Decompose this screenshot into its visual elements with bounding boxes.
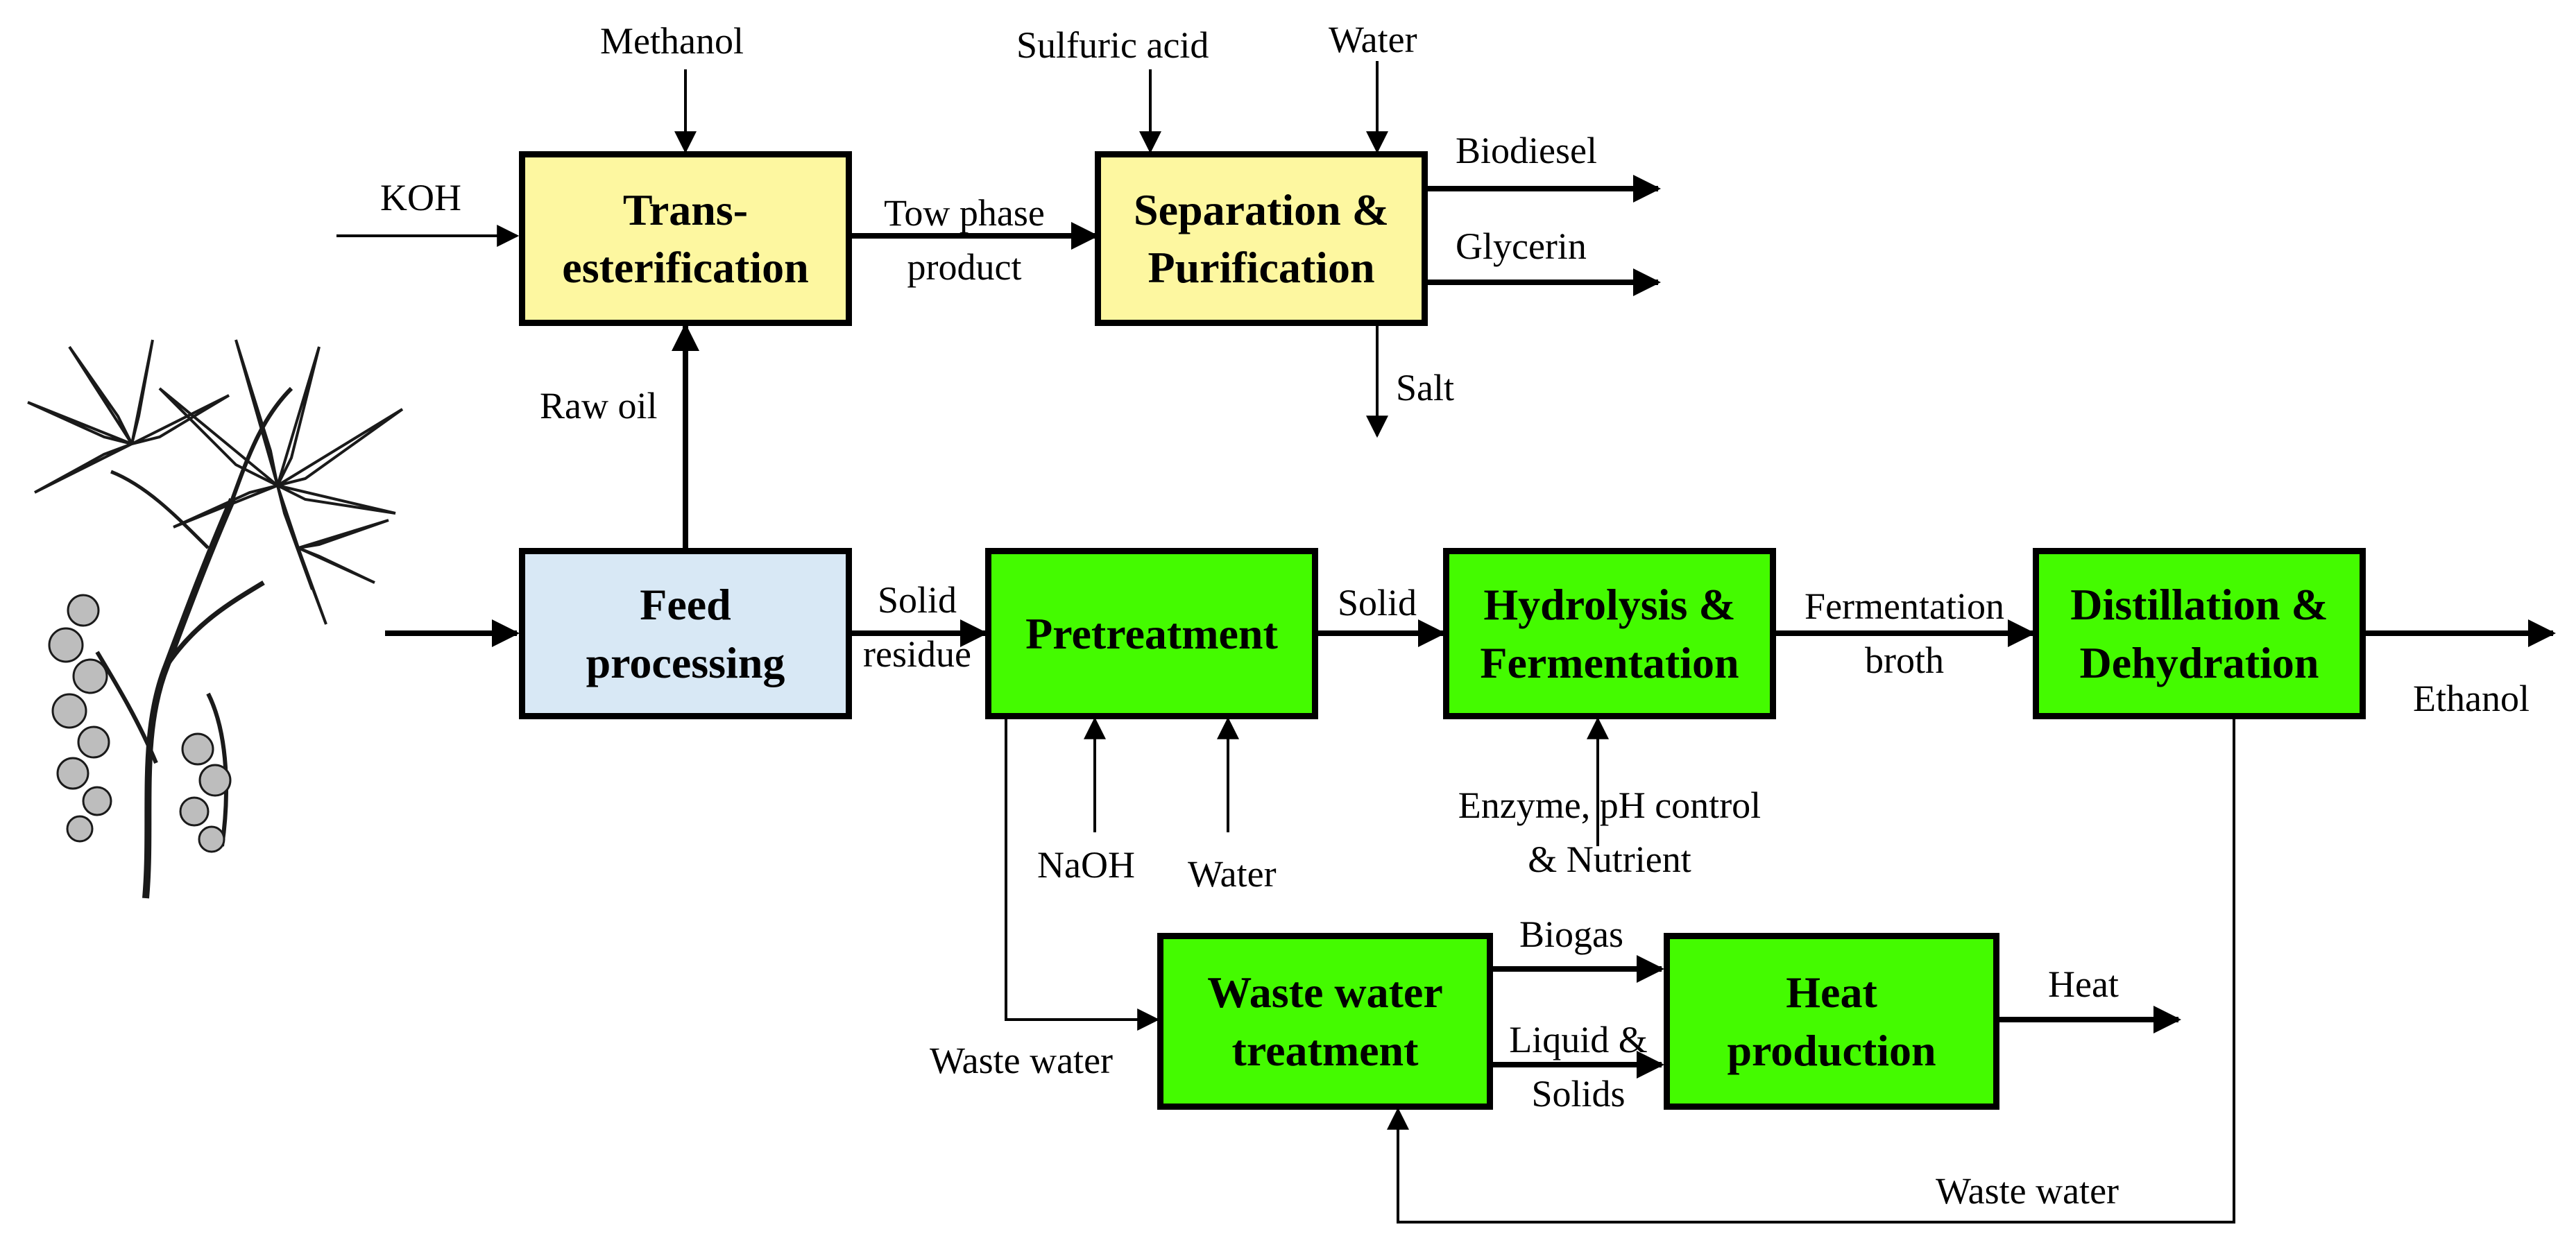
arrow-waste-water-bottom xyxy=(1387,719,2235,1223)
label-fermentation-broth: Fermentation broth xyxy=(1805,585,2004,682)
label-waste-water-bottom: Waste water xyxy=(1936,1170,2119,1212)
arrow-waste-water-left xyxy=(1005,719,1160,1031)
feed-processing-box: Feed processing xyxy=(519,548,852,719)
label-salt: Salt xyxy=(1396,367,1455,409)
hydrolysis-fermentation-box: Hydrolysis & Fermentation xyxy=(1443,548,1776,719)
label-biodiesel: Biodiesel xyxy=(1456,130,1597,171)
label-solid: Solid xyxy=(1338,582,1417,624)
label-naoh: NaOH xyxy=(1037,844,1135,886)
pretreatment-box: Pretreatment xyxy=(985,548,1318,719)
distillation-dehydration-box: Distillation & Dehydration xyxy=(2033,548,2366,719)
label-ethanol: Ethanol xyxy=(2413,678,2530,719)
label-solid-residue: Solid residue xyxy=(863,579,971,676)
separation-purification-box: Separation & Purification xyxy=(1095,151,1428,326)
label-biogas: Biogas xyxy=(1519,913,1624,955)
label-water-pretreatment: Water xyxy=(1188,853,1277,895)
label-methanol: Methanol xyxy=(600,20,744,62)
label-waste-water-left: Waste water xyxy=(930,1040,1114,1081)
heat-production-box: Heat production xyxy=(1664,933,1999,1110)
transesterification-box: Trans- esterification xyxy=(519,151,852,326)
label-sulfuric-acid: Sulfuric acid xyxy=(1016,24,1209,66)
castor-plant-illustration xyxy=(27,339,404,899)
label-two-phase-product: Tow phase product xyxy=(884,192,1045,289)
label-liquid-solids: Liquid & Solids xyxy=(1509,1019,1648,1115)
label-koh: KOH xyxy=(380,177,461,218)
label-raw-oil: Raw oil xyxy=(540,385,658,427)
label-glycerin: Glycerin xyxy=(1456,225,1587,267)
waste-water-treatment-box: Waste water treatment xyxy=(1157,933,1493,1110)
label-heat: Heat xyxy=(2048,963,2119,1005)
label-enzyme-ph-nutrient: Enzyme, pH control & Nutrient xyxy=(1458,784,1762,881)
label-water-top: Water xyxy=(1329,19,1417,60)
